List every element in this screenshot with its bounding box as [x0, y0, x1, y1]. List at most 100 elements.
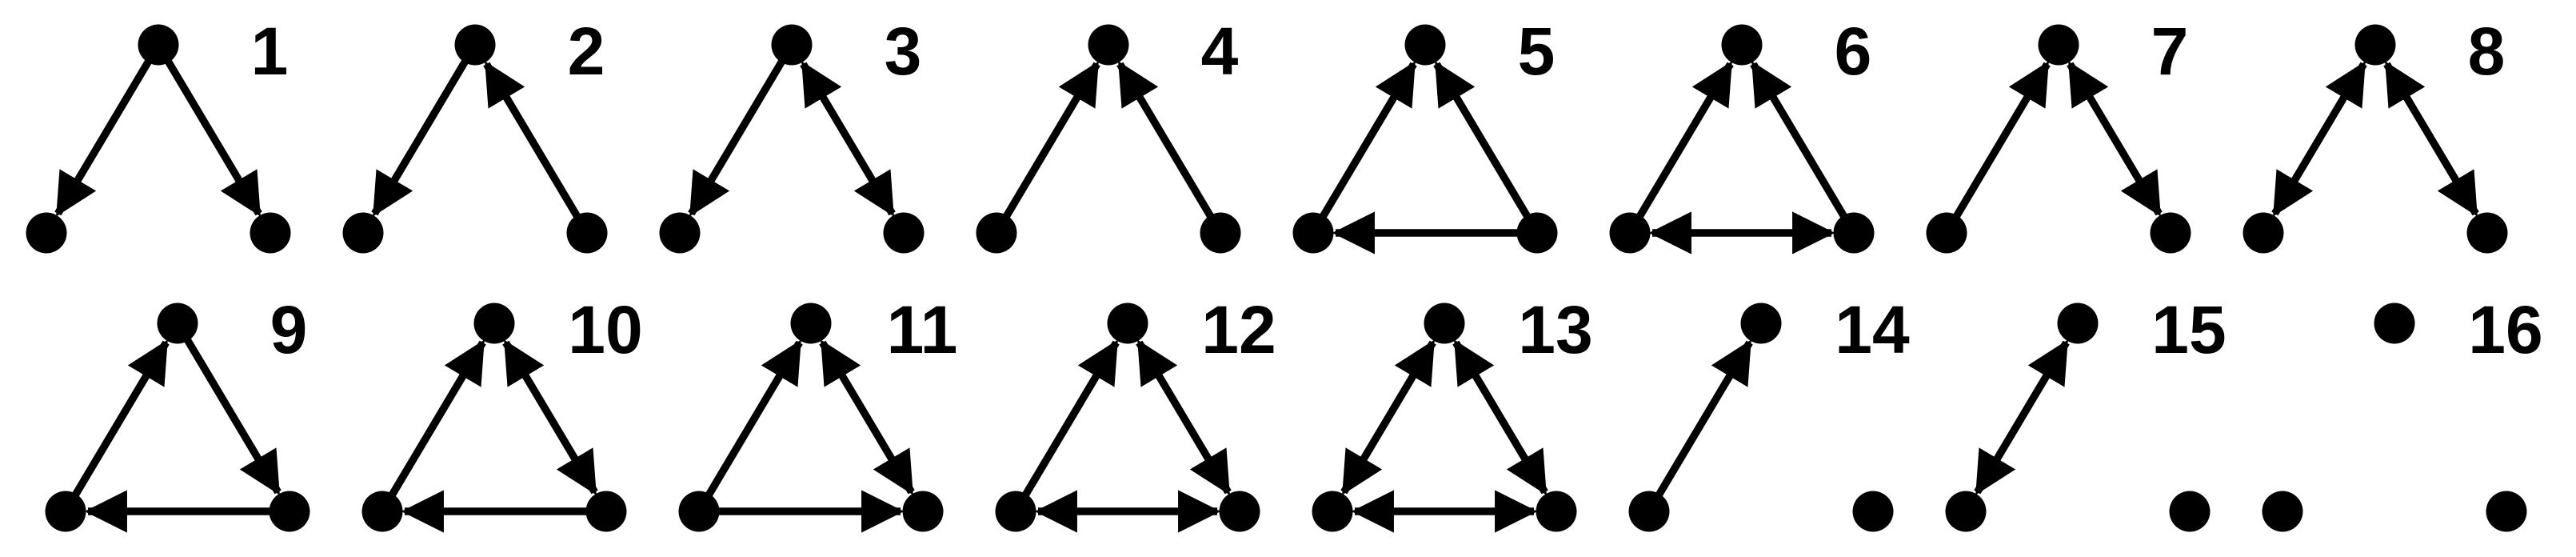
- edge-L-T: [62, 339, 170, 514]
- node-bottom-right: [250, 212, 291, 254]
- node-top: [2354, 24, 2396, 66]
- motif-label: 5: [1518, 14, 1556, 89]
- node-top: [1107, 303, 1148, 344]
- node-bottom-left: [976, 212, 1017, 254]
- edge-T-R: [154, 42, 262, 217]
- node-top: [771, 24, 813, 66]
- node-bottom-left: [1945, 491, 1987, 532]
- node-top: [1721, 24, 1763, 66]
- edge-T-L: [688, 42, 796, 217]
- node-bottom-left: [1609, 212, 1651, 254]
- node-top: [2057, 303, 2099, 344]
- node-bottom-right: [883, 212, 925, 254]
- motif-label: 8: [2468, 14, 2506, 89]
- motif-8: 8: [2243, 14, 2508, 254]
- edge-L-T: [695, 339, 803, 514]
- node-bottom-right: [1833, 212, 1875, 254]
- motif-label: 7: [2151, 14, 2189, 89]
- node-top: [2038, 24, 2079, 66]
- node-top: [138, 24, 179, 66]
- node-top: [473, 303, 515, 344]
- motif-label: 16: [2468, 292, 2542, 367]
- motif-3: 3: [659, 14, 925, 254]
- node-top: [790, 303, 832, 344]
- motif-label: 6: [1835, 14, 1872, 89]
- motif-10: 10: [361, 292, 643, 533]
- node-bottom-right: [1516, 212, 1558, 254]
- motif-label: 14: [1835, 292, 1910, 367]
- edge-T-L-bidirectional: [1340, 339, 1436, 495]
- node-bottom-left: [1628, 491, 1670, 532]
- edge-L-T: [992, 61, 1100, 235]
- node-bottom-left: [659, 212, 701, 254]
- edge-T-R-bidirectional: [800, 61, 896, 217]
- edge-L-T-bidirectional: [1974, 339, 2070, 495]
- edge-T-R-bidirectional: [502, 339, 598, 495]
- node-bottom-left: [2243, 212, 2284, 254]
- edge-L-T: [378, 339, 486, 514]
- node-bottom-right: [2466, 212, 2508, 254]
- motif-label: 10: [568, 292, 642, 367]
- node-bottom-right: [1219, 491, 1260, 532]
- motif-label: 12: [1201, 292, 1276, 367]
- motif-13: 13: [1312, 292, 1593, 533]
- edge-L-T: [1309, 61, 1417, 235]
- edge-L-T: [1626, 61, 1734, 235]
- edge-L-T: [1943, 61, 2051, 235]
- edge-T-R-bidirectional: [2383, 61, 2479, 217]
- motif-5: 5: [1292, 14, 1558, 254]
- motif-1: 1: [26, 14, 291, 254]
- motif-label: 11: [887, 292, 958, 367]
- node-bottom-left: [1292, 212, 1334, 254]
- node-bottom-left: [995, 491, 1036, 532]
- node-bottom-left: [2262, 491, 2303, 532]
- edge-T-R-bidirectional: [819, 339, 915, 495]
- node-bottom-left: [26, 212, 67, 254]
- node-bottom-right: [1200, 212, 1241, 254]
- motif-2: 2: [342, 14, 608, 254]
- node-bottom-left: [342, 212, 384, 254]
- node-bottom-right: [585, 491, 627, 532]
- motif-7: 7: [1926, 14, 2191, 254]
- node-bottom-right: [2169, 491, 2211, 532]
- motif-label: 13: [1518, 292, 1592, 367]
- edge-L-T: [1645, 339, 1753, 514]
- node-top: [1404, 24, 1446, 66]
- motif-label: 9: [270, 292, 308, 367]
- node-bottom-right: [902, 491, 944, 532]
- motif-11: 11: [678, 292, 958, 533]
- motif-label: 2: [568, 14, 605, 89]
- node-bottom-right: [269, 491, 310, 532]
- motif-label: 15: [2151, 292, 2226, 367]
- motif-label: 4: [1201, 14, 1239, 89]
- node-bottom-left: [1312, 491, 1353, 532]
- edge-T-R: [174, 321, 282, 495]
- node-bottom-left: [1926, 212, 1967, 254]
- node-bottom-right: [2486, 491, 2527, 532]
- node-bottom-left: [678, 491, 720, 532]
- node-bottom-right: [2150, 212, 2191, 254]
- node-top: [2374, 303, 2415, 344]
- node-top: [1088, 24, 1129, 66]
- edge-T-R-bidirectional: [2067, 61, 2163, 217]
- node-top: [1424, 303, 1465, 344]
- edge-R-T: [1750, 61, 1858, 235]
- node-bottom-right: [1536, 491, 1577, 532]
- motif-9: 9: [45, 292, 310, 533]
- edge-R-T: [1433, 61, 1541, 235]
- motif-label: 1: [251, 14, 289, 89]
- edge-R-T: [483, 61, 591, 235]
- node-bottom-right: [1852, 491, 1894, 532]
- edge-R-T: [1116, 61, 1224, 235]
- edge-T-L-bidirectional: [2271, 61, 2367, 217]
- node-bottom-left: [361, 491, 403, 532]
- motif-4: 4: [976, 14, 1241, 254]
- motif-15: 15: [1945, 292, 2227, 532]
- motif-16: 16: [2262, 292, 2543, 532]
- node-top: [454, 24, 496, 66]
- node-bottom-left: [45, 491, 86, 532]
- motif-12: 12: [995, 292, 1276, 533]
- motif-6: 6: [1609, 14, 1875, 254]
